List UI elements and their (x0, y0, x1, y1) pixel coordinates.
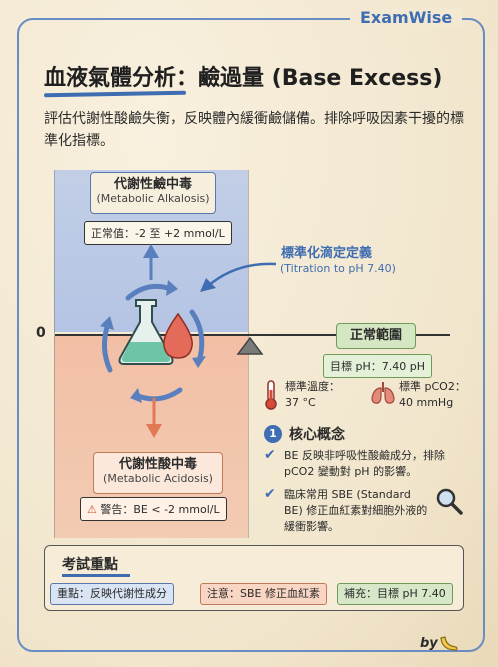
exam-underline (62, 574, 130, 577)
exam-chip-extra: 補充：目標 pH 7.40 (337, 583, 453, 605)
alkalosis-subtitle: (Metabolic Alkalosis) (96, 192, 210, 205)
check-icon: ✔ (264, 447, 276, 463)
axis-zero-label: 0 (36, 325, 46, 341)
standard-temp-value: 37 °C (285, 396, 316, 409)
alkalosis-tag: 代謝性鹼中毒 (Metabolic Alkalosis) (90, 172, 216, 214)
exam-title: 考試重點 (62, 557, 118, 573)
cycle-arrow-left (102, 321, 113, 373)
titration-cycle-graphic (100, 244, 206, 438)
core-item-1: BE 反映非呼吸性酸鹼成分，排除 pCO2 變動對 pH 的影響。 (284, 449, 445, 478)
thermometer-icon (265, 380, 277, 410)
cycle-arrow-top (125, 283, 171, 301)
warning-icon: ⚠ (87, 503, 97, 516)
beaker-icon (118, 299, 174, 365)
exam-chip-key: 重點：反映代謝性成分 (50, 583, 174, 605)
core-number-badge: 1 (264, 425, 282, 443)
warning-text: 警告：BE < -2 mmol/L (100, 503, 220, 516)
standard-pco2-label: 標準 pCO2： (399, 380, 466, 393)
check-icon: ✔ (264, 486, 276, 502)
blood-drop-icon (163, 312, 193, 359)
normal-range-tag: 正常範圍 (336, 323, 416, 349)
exam-chip-note: 注意：SBE 修正血紅素 (200, 583, 327, 605)
core-item-2: 臨床常用 SBE (Standard BE) 修正血紅素對細胞外液的緩衝影響。 (284, 488, 428, 533)
magnifier-icon (436, 488, 463, 515)
zone-left-border (54, 170, 55, 538)
titration-arrow-icon (200, 262, 277, 292)
target-ph-pill: 目標 pH：7.40 pH (323, 354, 432, 378)
standard-pco2-value: 40 mmHg (399, 396, 454, 409)
intro-text: 評估代謝性酸鹼失衡，反映體內緩衝鹼儲備。排除呼吸因素干擾的標準化指標。 (44, 111, 464, 149)
titration-subtitle: (Titration to pH 7.40) (280, 262, 396, 275)
cycle-arrow-right (189, 309, 205, 361)
fulcrum-triangle-icon (236, 336, 264, 355)
warning-pill: ⚠ 警告：BE < -2 mmol/L (80, 497, 227, 521)
byline-text: by (420, 636, 438, 651)
normal-value-pill: 正常值：-2 至 +2 mmol/L (84, 221, 232, 245)
cycle-arrow-bottom (135, 387, 183, 402)
banana-icon (440, 636, 458, 651)
alkalosis-title: 代謝性鹼中毒 (113, 177, 192, 192)
acidosis-title: 代謝性酸中毒 (118, 457, 197, 472)
acidosis-subtitle: (Metabolic Acidosis) (103, 472, 213, 485)
titration-title: 標準化滴定定義 (281, 246, 373, 261)
lungs-icon (371, 382, 395, 404)
page-title: 血液氣體分析：鹼過量 (Base Excess) (44, 66, 443, 91)
brand-logo: ExamWise (350, 8, 463, 27)
core-title: 核心概念 (289, 427, 345, 443)
acidosis-tag: 代謝性酸中毒 (Metabolic Acidosis) (93, 452, 223, 494)
standard-temp-label: 標準溫度： (285, 380, 340, 393)
card-frame (17, 18, 485, 652)
zero-axis (55, 334, 450, 336)
